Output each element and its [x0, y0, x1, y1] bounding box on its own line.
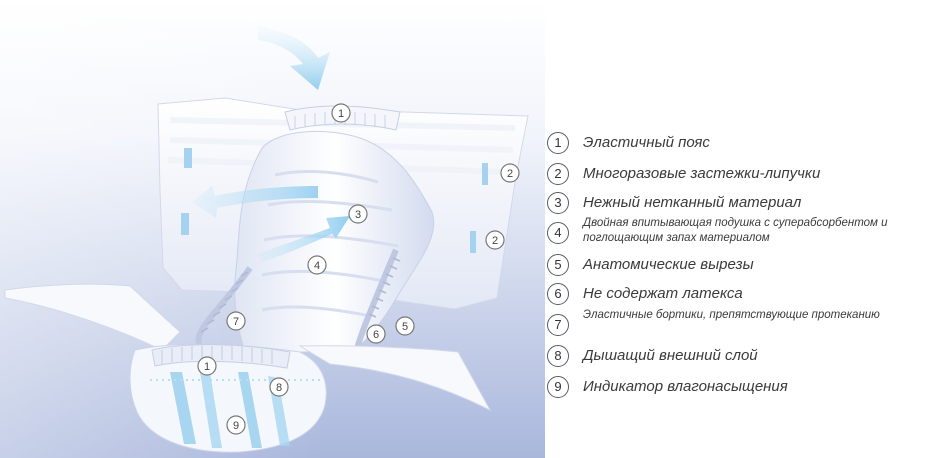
- marker-2-right-top: 2: [500, 163, 520, 183]
- marker-6: 6: [366, 324, 386, 344]
- marker-2-right-bottom: 2: [485, 230, 505, 250]
- legend-item-1: 1 Эластичный пояс: [547, 132, 925, 156]
- marker-1-bottom: 1: [197, 356, 217, 376]
- legend-number: 7: [547, 314, 569, 336]
- legend-number: 9: [547, 376, 569, 398]
- fastener-tab-right-bottom: [470, 231, 476, 253]
- diaper-illustration: 1 2 2 3 4 5 6 7: [0, 0, 545, 458]
- legend-text: Многоразовые застежки-липучки: [583, 165, 821, 182]
- marker-5: 5: [395, 316, 415, 336]
- legend-text: Нежный нетканный материал: [583, 194, 802, 211]
- fastener-tab-left-top: [184, 148, 192, 168]
- legend-item-2: 2 Многоразовые застежки-липучки: [547, 163, 925, 187]
- marker-4: 4: [307, 255, 327, 275]
- svg-text:4: 4: [314, 260, 320, 272]
- svg-text:5: 5: [402, 321, 408, 333]
- fastener-tab-left-bottom: [181, 213, 189, 235]
- svg-text:2: 2: [492, 235, 498, 247]
- marker-3: 3: [348, 204, 368, 224]
- legend-text: Индикатор влагонасыщения: [583, 378, 788, 395]
- svg-text:3: 3: [355, 209, 361, 221]
- marker-7: 7: [226, 311, 246, 331]
- legend-number: 2: [547, 163, 569, 185]
- legend-item-6: 6 Не содержат латекса: [547, 283, 925, 307]
- marker-8: 8: [269, 377, 289, 397]
- marker-1-top: 1: [331, 103, 351, 123]
- svg-text:6: 6: [373, 329, 379, 341]
- svg-text:1: 1: [204, 361, 210, 373]
- legend-item-7: 7 Эластичные бортики, препятствующие про…: [547, 309, 925, 338]
- legend-number: 4: [547, 222, 569, 244]
- legend-text: Эластичный пояс: [583, 134, 710, 151]
- marker-9: 9: [226, 415, 246, 435]
- leg-cuff-right: [353, 248, 399, 353]
- absorbent-pad: [234, 131, 435, 353]
- elastic-waistband-front: [151, 344, 291, 369]
- legend-number: 1: [547, 132, 569, 154]
- legend-item-3: 3 Нежный нетканный материал: [547, 192, 925, 216]
- wetness-indicator: [170, 372, 196, 444]
- svg-text:9: 9: [233, 420, 239, 432]
- legend-item-8: 8 Дышащий внешний слой: [547, 345, 925, 369]
- svg-text:2: 2: [507, 168, 513, 180]
- fastener-tab-right-top: [482, 163, 488, 185]
- legend-text: Не содержат латекса: [583, 285, 743, 302]
- airflow-arrow-top: [258, 26, 330, 90]
- front-wing-right: [298, 345, 492, 412]
- legend-number: 5: [547, 254, 569, 276]
- legend-number: 8: [547, 345, 569, 367]
- legend-text: Дышащий внешний слой: [583, 347, 758, 364]
- legend-item-4: 4 Двойная впитывающая подушка с суперабс…: [547, 217, 925, 246]
- legend-text: Эластичные бортики, препятствующие проте…: [583, 309, 880, 321]
- legend-text: Анатомические вырезы: [583, 256, 754, 273]
- legend-item-5: 5 Анатомические вырезы: [547, 254, 925, 278]
- svg-text:1: 1: [338, 108, 344, 120]
- airflow-arrow-left: [192, 186, 318, 218]
- legend-number: 6: [547, 283, 569, 305]
- legend-number: 3: [547, 192, 569, 214]
- legend-text: Двойная впитывающая подушка с суперабсор…: [583, 217, 888, 244]
- airflow-arrow-middle: [258, 216, 350, 262]
- svg-text:8: 8: [276, 382, 282, 394]
- svg-text:7: 7: [233, 316, 239, 328]
- legend-item-9: 9 Индикатор влагонасыщения: [547, 376, 925, 400]
